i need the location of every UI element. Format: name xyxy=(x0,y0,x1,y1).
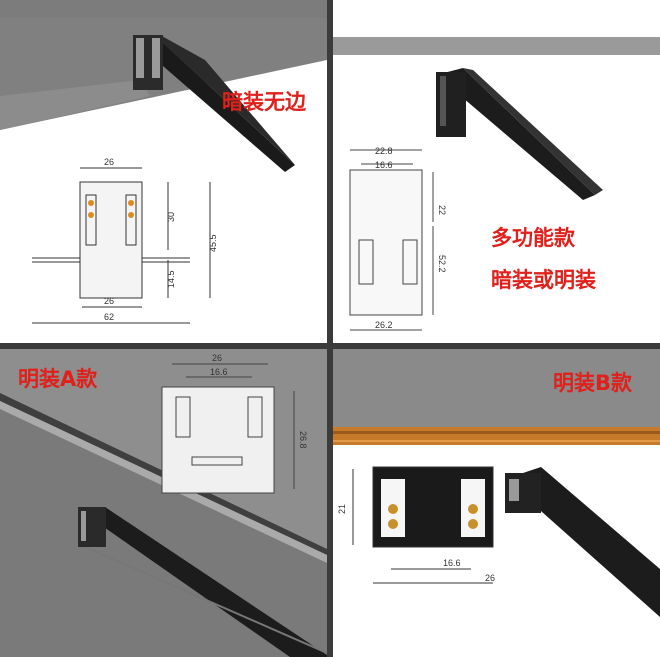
dim-inner: 16.6 xyxy=(443,558,461,568)
dim-upper: 22 xyxy=(437,205,447,215)
dim-inner-top: 16.6 xyxy=(375,160,393,170)
dim-total-height: 45.5 xyxy=(208,234,218,252)
dim-bottom: 26.2 xyxy=(375,320,393,330)
dim-height: 21 xyxy=(337,504,347,514)
caption-recessed: 暗装无边 xyxy=(222,90,306,114)
dim-bottom: 26 xyxy=(104,296,114,306)
dim-height: 26.8 xyxy=(298,431,308,449)
track-rail xyxy=(133,40,295,172)
dim-outer-top: 22.8 xyxy=(375,146,393,156)
panel-surface-a: 26 16.6 26.8 明装A款 xyxy=(0,349,327,657)
panel-recessed-frameless: 26 30 45.5 14.5 26 62 暗装无边 xyxy=(0,0,327,343)
track-rail xyxy=(505,467,660,617)
panel-surface-b: 21 16.6 26 明装B款 xyxy=(333,349,660,657)
dim-inner-height: 30 xyxy=(166,212,176,222)
dim-lower: 14.5 xyxy=(166,270,176,288)
multifunction-scene: 22.8 16.6 22 52.2 26.2 xyxy=(333,37,660,331)
caption-multifunction-1: 多功能款 xyxy=(491,226,575,250)
dim-outer: 26 xyxy=(212,353,222,363)
caption-surface-b: 明装B款 xyxy=(553,371,633,395)
recessed-scene: 26 30 45.5 14.5 26 62 xyxy=(0,0,327,324)
surface-a-scene: 26 16.6 26.8 xyxy=(0,349,327,657)
dim-top: 26 xyxy=(104,157,114,167)
caption-multifunction-2: 暗装或明装 xyxy=(491,268,596,292)
ceiling-strip xyxy=(333,37,660,55)
dim-flange: 62 xyxy=(104,312,114,322)
horizontal-divider xyxy=(0,343,660,349)
wall-background xyxy=(333,349,660,427)
panel-multifunction: 22.8 16.6 22 52.2 26.2 多功能款 暗装或明装 xyxy=(333,0,660,343)
track-rail xyxy=(78,507,327,657)
profile-drawing xyxy=(349,149,434,331)
dim-inner: 16.6 xyxy=(210,367,228,377)
surface-b-scene: 21 16.6 26 xyxy=(333,349,660,617)
dim-outer: 26 xyxy=(485,573,495,583)
dim-height: 52.2 xyxy=(437,255,447,273)
vertical-divider xyxy=(327,0,333,657)
profile-drawing xyxy=(161,363,295,494)
wood-beam xyxy=(333,427,660,445)
caption-surface-a: 明装A款 xyxy=(18,367,98,391)
profile-drawing xyxy=(32,167,211,324)
track-rail xyxy=(436,68,595,200)
